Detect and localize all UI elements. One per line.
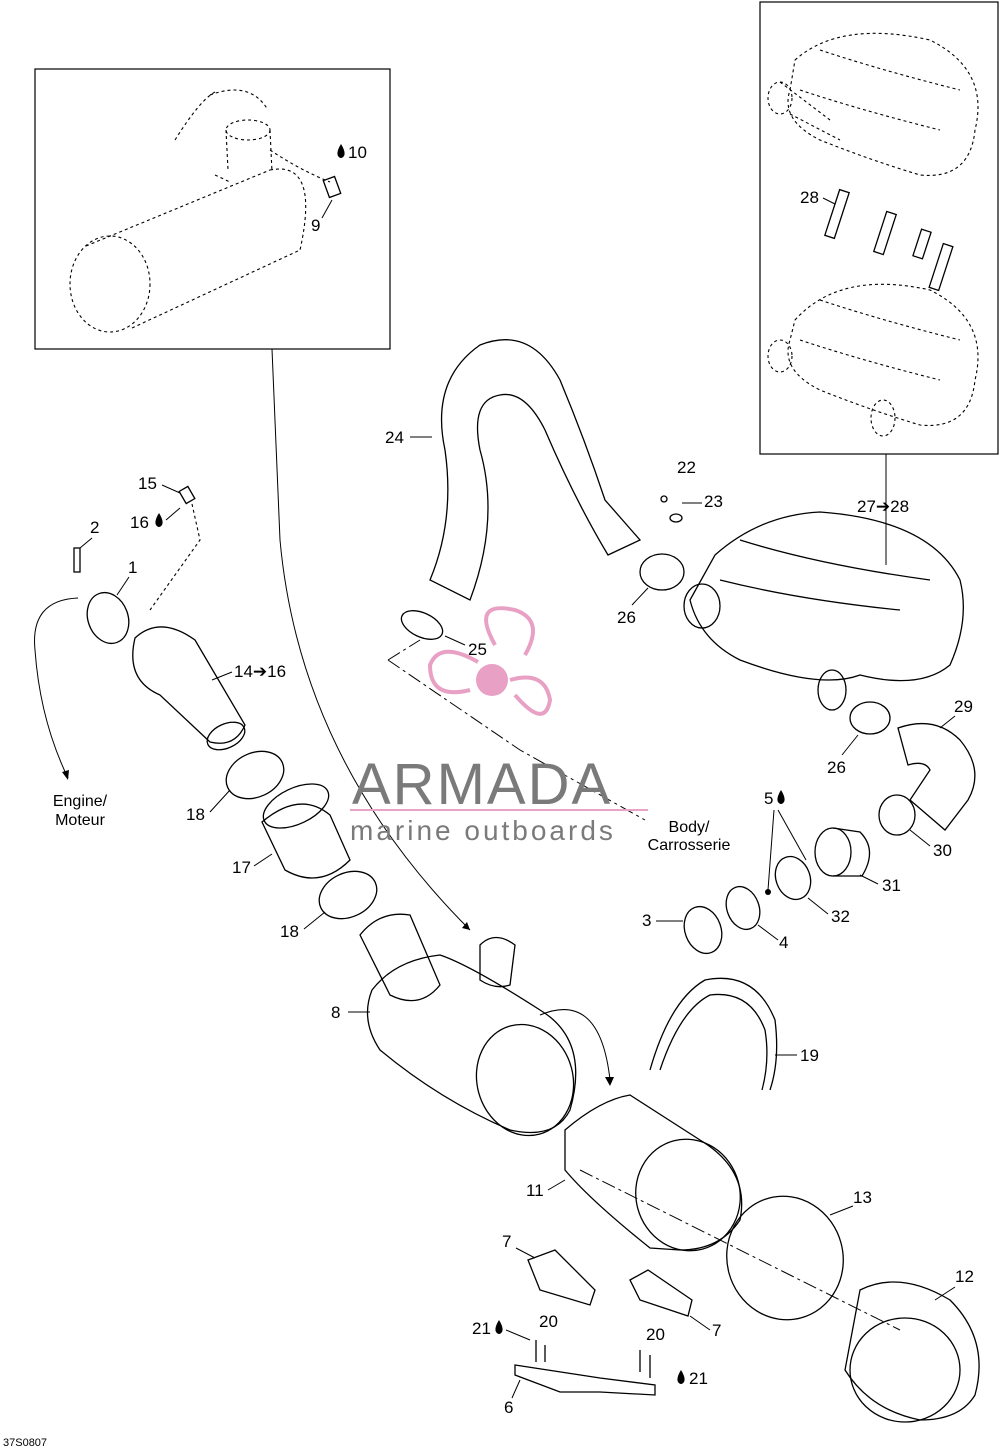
inset-foam-strips: [824, 188, 954, 292]
callout-23: 23: [704, 492, 723, 511]
part-17-sleeve: [261, 803, 351, 879]
part-26-clamp-b: [849, 701, 891, 735]
callout-14-16: 14➔16: [234, 662, 286, 681]
part-2-pin: [73, 547, 81, 573]
part-13-ring: [726, 1195, 844, 1321]
callout-10: 10: [348, 143, 367, 162]
sealant-drop-icon-5: [777, 790, 785, 804]
part-26-clamp: [639, 553, 685, 591]
callout-21a: 21: [472, 1319, 491, 1338]
part-7-bracket-b: [629, 1269, 693, 1317]
part-8-muffler: [366, 954, 577, 1134]
callout-12: 12: [955, 1267, 974, 1286]
part-3-nut: [683, 905, 723, 955]
part-19-strap: [649, 977, 778, 1091]
callout-26a: 26: [617, 608, 636, 627]
callout-7b: 7: [712, 1321, 721, 1340]
part-29-elbow: [897, 722, 976, 831]
part-31-fitting: [814, 827, 852, 877]
sealant-drop-icon-21b: [677, 1370, 685, 1384]
part-7-bracket-a: [527, 1249, 596, 1306]
inset-silencer-drawing: [767, 32, 979, 437]
callout-13: 13: [853, 1188, 872, 1207]
callout-28: 28: [800, 188, 819, 207]
callout-31: 31: [882, 876, 901, 895]
callout-15: 15: [138, 474, 157, 493]
callout-11: 11: [526, 1181, 544, 1200]
part-32-gasket: [774, 855, 812, 901]
part-23-washer: [669, 513, 683, 523]
callout-24: 24: [385, 428, 404, 447]
part-22-screw: [660, 495, 668, 503]
callout-16: 16: [130, 513, 149, 532]
part-12-end-cap: [844, 1281, 980, 1421]
callout-8: 8: [331, 1003, 340, 1022]
part-18-clamp-a: [225, 750, 285, 800]
part-24-hose: [429, 339, 642, 601]
callout-5: 5: [764, 789, 773, 808]
part-15-sensor: [178, 485, 196, 505]
callout-1: 1: [128, 558, 137, 577]
sealant-drop-icon-16: [155, 513, 163, 527]
part-4-gasket: [725, 885, 761, 931]
part-25-clamp: [400, 610, 444, 640]
propeller-logo-icon: [427, 606, 553, 716]
watermark-title: ARMADA: [352, 752, 612, 817]
callout-6: 6: [504, 1398, 513, 1417]
engine-label-line1: Engine/: [53, 793, 108, 810]
callout-17: 17: [232, 858, 251, 877]
callout-3: 3: [642, 911, 651, 930]
callout-9: 9: [311, 216, 320, 235]
callout-18b: 18: [280, 922, 299, 941]
callout-26b: 26: [827, 758, 846, 777]
body-label-line1: Body/: [669, 819, 710, 836]
callout-18a: 18: [186, 805, 205, 824]
part-11-cover: [564, 1094, 743, 1251]
body-label-line2: Carrosserie: [648, 837, 731, 854]
callout-4: 4: [779, 933, 788, 952]
drawing-code: 37S0807: [3, 1437, 47, 1449]
watermark-subtitle: marine outboards: [350, 815, 616, 846]
callout-25: 25: [468, 640, 487, 659]
callout-32: 32: [831, 907, 850, 926]
callout-27-28: 27➔28: [857, 497, 909, 516]
callout-21b: 21: [689, 1369, 708, 1388]
loctite-drop-icon: [337, 144, 345, 158]
callout-20b: 20: [646, 1325, 665, 1344]
part-1-clamp: [86, 591, 130, 645]
part-27-silencer: [689, 511, 964, 682]
sealant-drop-icon-21a: [495, 1320, 503, 1334]
part-30-clamp: [878, 794, 916, 836]
part-6-plate: [514, 1364, 656, 1396]
part-14-pipe: [132, 626, 246, 744]
callout-2: 2: [90, 518, 99, 537]
callout-22: 22: [677, 458, 696, 477]
callout-29: 29: [954, 697, 973, 716]
callout-20a: 20: [539, 1312, 558, 1331]
callout-7a: 7: [502, 1232, 511, 1251]
inset-box-muffler: [34, 68, 391, 350]
engine-label-line2: Moteur: [55, 812, 105, 829]
callout-30: 30: [933, 841, 952, 860]
inset-box-silencer: [759, 1, 999, 455]
inset-muffler-drawing: [69, 89, 342, 333]
watermark: ARMADA marine outboards: [350, 606, 648, 846]
part-18-clamp-b: [318, 870, 378, 920]
callout-19: 19: [800, 1046, 819, 1065]
